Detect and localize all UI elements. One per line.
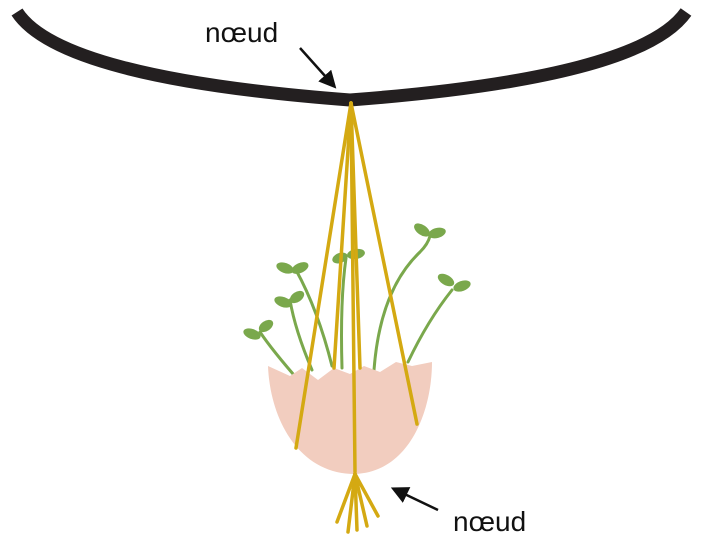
sprout-stem-3 [296, 270, 332, 366]
hanging-ring [17, 12, 686, 100]
top-knot-arrow [300, 48, 334, 86]
top-knot-label: nœud [205, 17, 278, 48]
leaf [436, 271, 457, 289]
sprout-stem-4 [342, 258, 347, 368]
sprout-stem-6 [408, 290, 452, 362]
bottom-knot-arrow [394, 489, 438, 510]
leaf [290, 260, 311, 277]
leaf [452, 278, 472, 294]
suspension-strings [296, 103, 417, 532]
leaf [275, 260, 295, 276]
bottom-knot-label: nœud [453, 506, 526, 537]
